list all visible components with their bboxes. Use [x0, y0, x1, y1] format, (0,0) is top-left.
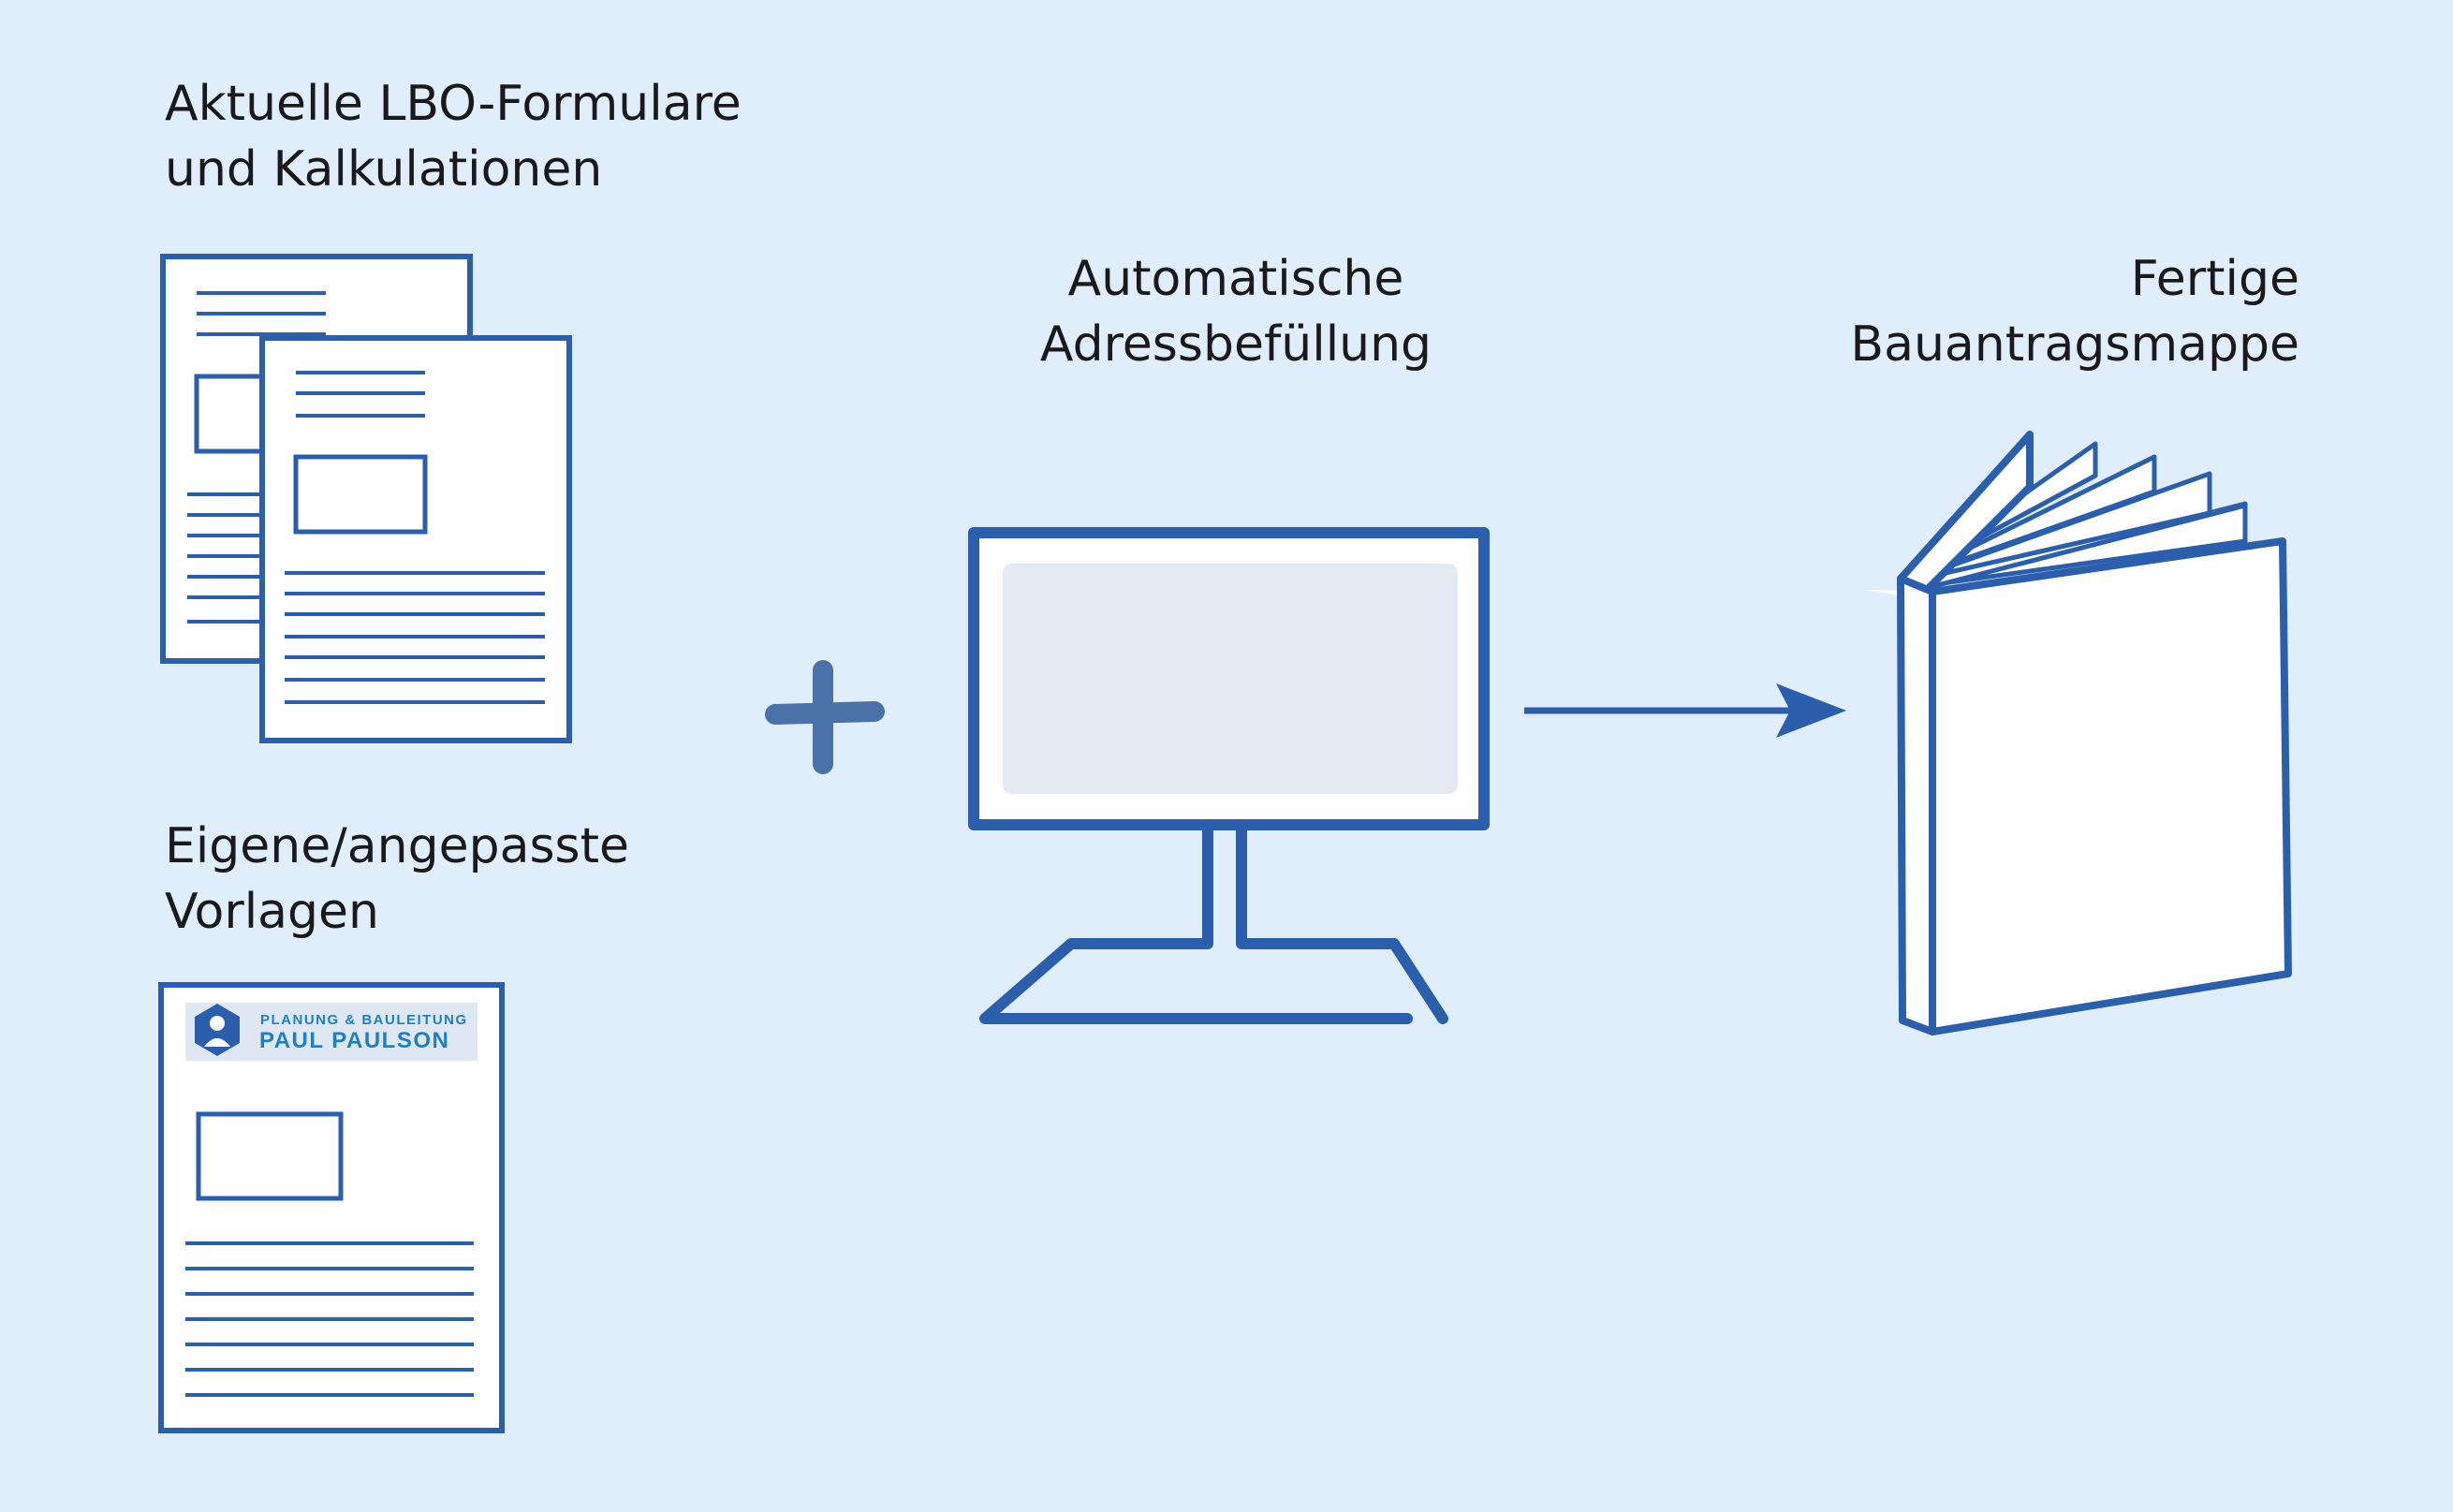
label-result-line2: Bauantragsmappe — [1850, 316, 2299, 373]
label-custom-line1: Eigene/angepasste — [165, 818, 630, 874]
template-document-icon — [158, 982, 505, 1433]
label-lbo-line2: und Kalkulationen — [165, 141, 603, 198]
logo-text-line1: PLANUNG & BAULEITUNG — [260, 1012, 468, 1028]
logo-hexagon-icon — [195, 1004, 240, 1056]
plus-icon — [765, 660, 885, 774]
label-auto-line2: Adressbefüllung — [1039, 316, 1432, 373]
computer-monitor-icon — [968, 527, 1490, 1024]
label-custom-templates: Eigene/angepasste Vorlagen — [165, 814, 629, 945]
documents-stack-icon — [160, 254, 572, 743]
label-lbo-forms: Aktuelle LBO-Formulare und Kalkulationen — [165, 71, 742, 202]
label-lbo-line1: Aktuelle LBO-Formulare — [165, 76, 742, 132]
label-auto-address: Automatische Adressbefüllung — [1002, 246, 1470, 377]
book-icon — [1863, 431, 2292, 1035]
label-auto-line1: Automatische — [1067, 251, 1404, 307]
label-custom-line2: Vorlagen — [165, 884, 379, 940]
monitor-screen — [1003, 564, 1458, 794]
arrow-right-icon — [1524, 683, 1846, 738]
logo-text-line2: PAUL PAULSON — [259, 1028, 449, 1053]
label-result-line1: Fertige — [2130, 251, 2299, 307]
label-finished-folder: Fertige Bauantragsmappe — [1779, 246, 2299, 377]
